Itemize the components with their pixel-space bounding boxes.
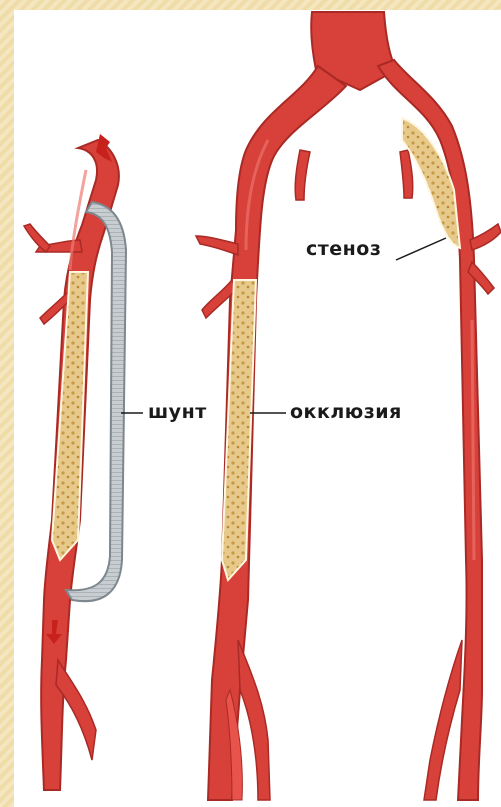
center-artery-branch: [196, 236, 238, 255]
right-artery-branch: [424, 640, 462, 800]
stenosis-leader-line: [396, 238, 446, 260]
center-artery-plaque: [222, 280, 256, 580]
left-artery-branch: [24, 224, 50, 252]
iliac-branch: [295, 150, 310, 200]
left-artery-with-shunt: [24, 134, 126, 790]
stenosis-label: стеноз: [306, 238, 381, 260]
iliac-branch: [400, 150, 413, 198]
occlusion-label: окклюзия: [290, 401, 402, 423]
right-artery-branch: [470, 224, 501, 250]
shunt-label: шунт: [148, 401, 207, 423]
